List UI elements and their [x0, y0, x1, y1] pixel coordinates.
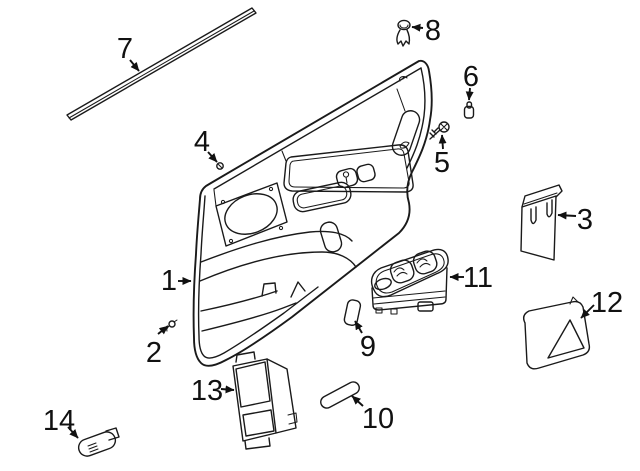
callout-4[interactable]: 4 — [194, 126, 218, 163]
callout-1-label: 1 — [161, 265, 177, 297]
callout-6[interactable]: 6 — [463, 61, 479, 101]
corner-screw-mark — [398, 75, 408, 82]
speaker-oval — [224, 193, 278, 235]
lock-knob — [342, 171, 350, 178]
part-8-clip-drawing — [396, 19, 411, 47]
callout-5[interactable]: 5 — [434, 134, 450, 179]
callout-7-label: 7 — [117, 33, 133, 65]
callout-2[interactable]: 2 — [146, 325, 169, 369]
pull-cup — [319, 221, 343, 253]
part-2-clip-drawing — [166, 319, 178, 332]
callout-6-label: 6 — [463, 61, 479, 93]
part-1-door-trim-panel-drawing — [192, 59, 433, 367]
part-5-screw-drawing — [429, 121, 450, 140]
callout-14-label: 14 — [43, 405, 75, 437]
callout-13[interactable]: 13 — [191, 375, 235, 407]
callout-11[interactable]: 11 — [449, 262, 493, 294]
callout-10[interactable]: 10 — [351, 395, 394, 435]
grille-mesh-upper — [235, 361, 271, 408]
callout-9-arrow — [354, 320, 363, 334]
part-4-screw-drawing — [216, 162, 224, 170]
callout-12-arrow — [580, 304, 595, 319]
callout-14[interactable]: 14 — [43, 405, 79, 439]
part-10-trim-drawing — [320, 381, 360, 409]
callout-9-label: 9 — [360, 331, 376, 363]
callout-10-arrow — [351, 395, 364, 407]
callout-5-arrow — [438, 134, 447, 150]
callout-4-label: 4 — [194, 126, 210, 158]
callout-8[interactable]: 8 — [411, 15, 441, 47]
callout-11-label: 11 — [463, 262, 493, 294]
callout-3-label: 3 — [577, 204, 593, 236]
handle-recess — [391, 110, 421, 156]
callout-9[interactable]: 9 — [354, 320, 376, 363]
part-3-bracket-drawing — [520, 184, 563, 261]
panel-outline — [192, 59, 433, 367]
part-11-window-switch-drawing — [370, 248, 449, 315]
callout-7[interactable]: 7 — [117, 33, 140, 72]
callout-14-arrow — [67, 426, 79, 439]
callout-8-arrow — [411, 23, 424, 32]
callout-3[interactable]: 3 — [557, 204, 593, 236]
part-9-trim-drawing — [343, 299, 362, 326]
callout-5-label: 5 — [434, 147, 450, 179]
grille-mesh-lower — [242, 409, 275, 437]
callout-4-arrow — [207, 151, 218, 163]
callout-6-arrow — [465, 87, 474, 101]
callout-10-label: 10 — [362, 403, 394, 435]
part-14-lamp-drawing — [77, 427, 120, 457]
callout-7-arrow — [129, 59, 140, 72]
callout-1[interactable]: 1 — [161, 265, 192, 297]
callout-13-label: 13 — [191, 375, 223, 407]
callout-12-label: 12 — [591, 287, 623, 319]
speaker-plate — [215, 182, 288, 247]
part-13-speaker-grille-drawing — [232, 351, 298, 450]
callout-2-label: 2 — [146, 337, 162, 369]
callout-2-arrow — [157, 325, 169, 335]
callout-12[interactable]: 12 — [580, 287, 623, 319]
part-12-speaker-cover-drawing — [522, 296, 591, 370]
callout-8-label: 8 — [425, 15, 441, 47]
callout-13-arrow — [220, 385, 235, 394]
part-6-pin-drawing — [463, 101, 475, 119]
callout-3-arrow — [557, 211, 577, 220]
part-7-belt-molding-drawing — [66, 7, 257, 121]
